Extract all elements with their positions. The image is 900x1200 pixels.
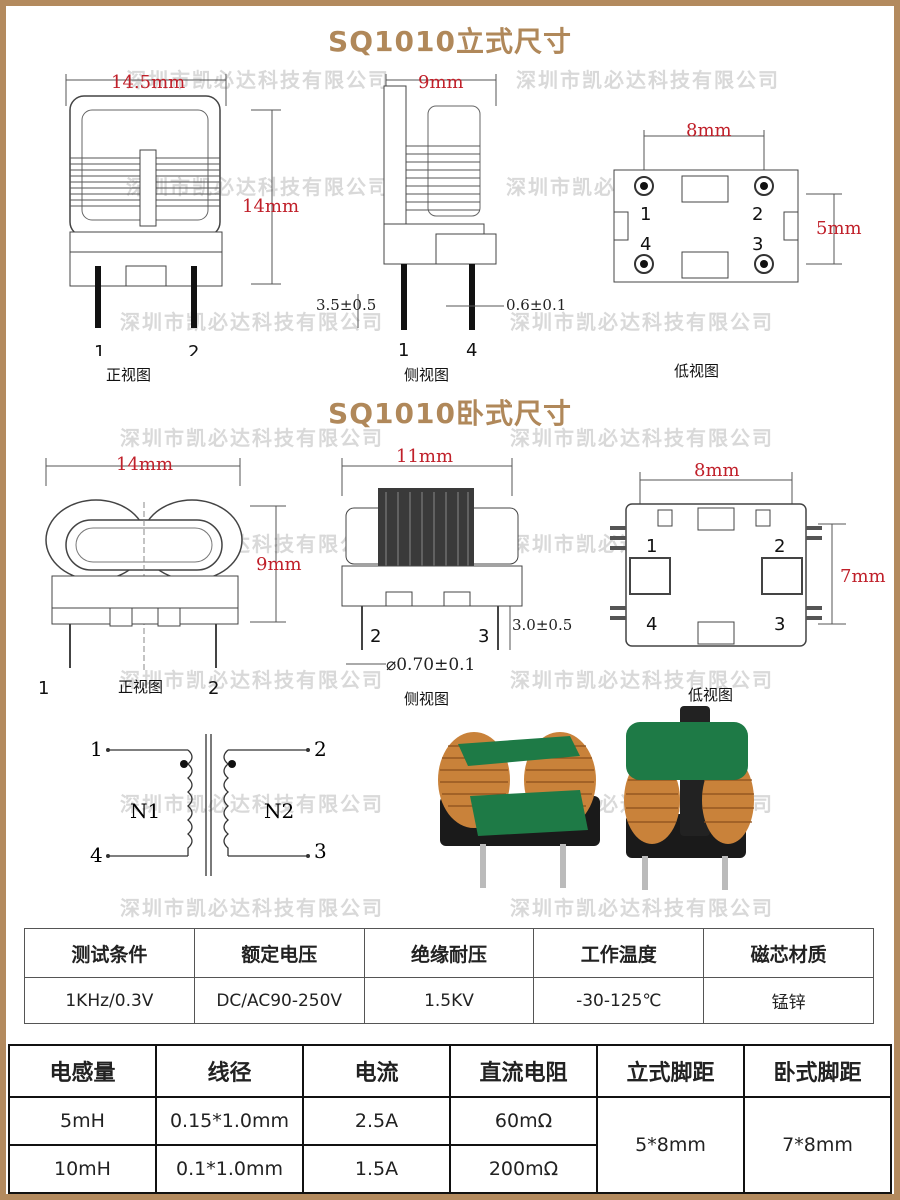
watermark: 深圳市凯必达科技有限公司 xyxy=(510,426,774,450)
product-photo xyxy=(438,706,754,890)
spec-table: 测试条件 额定电压 绝缘耐压 工作温度 磁芯材质 1KHz/0.3V DC/AC… xyxy=(24,928,874,1024)
dim-pitch-x: 8mm xyxy=(694,460,740,481)
dim-width: 14mm xyxy=(116,454,173,475)
model-row: 5mH 0.15*1.0mm 2.5A 60mΩ 5*8mm 7*8mm xyxy=(8,1096,892,1194)
dim-pitch-x: 8mm xyxy=(686,120,732,141)
vertical-pitch-cell: 5*8mm xyxy=(596,1096,745,1194)
pin-label: 2 xyxy=(314,737,327,761)
spec-header-cell: 磁芯材质 xyxy=(703,928,874,978)
watermark: 深圳市凯必达科技有限公司 xyxy=(120,896,384,920)
model-cell: 1.5A xyxy=(302,1144,451,1194)
spec-header-cell: 额定电压 xyxy=(193,928,365,978)
model-cell: 5mH xyxy=(8,1096,157,1146)
dim-pin-length: 3.5±0.5 xyxy=(316,296,376,314)
watermark: 深圳市凯必达科技有限公司 xyxy=(120,668,384,692)
model-header-cell: 卧式脚距 xyxy=(743,1044,892,1098)
caption-bottom: 低视图 xyxy=(674,362,720,380)
spec-header-row: 测试条件 额定电压 绝缘耐压 工作温度 磁芯材质 xyxy=(24,928,874,978)
pin-label: 4 xyxy=(646,614,657,635)
pin-label: 1 xyxy=(646,536,657,557)
dim-height: 14mm xyxy=(242,196,299,217)
pin-label: 4 xyxy=(466,340,477,361)
dim-pin-diameter: 0.6±0.1 xyxy=(506,296,566,314)
spec-value-cell: 1.5KV xyxy=(363,977,535,1024)
spec-value-row: 1KHz/0.3V DC/AC90-250V 1.5KV -30-125℃ 锰锌 xyxy=(24,977,874,1024)
caption-bottom: 低视图 xyxy=(688,686,734,704)
model-cell: 200mΩ xyxy=(449,1144,598,1194)
spec-header-cell: 工作温度 xyxy=(533,928,705,978)
watermark: 深圳市凯必达科技有限公司 xyxy=(120,792,384,816)
pin-label: 1 xyxy=(38,678,50,699)
winding-n1-label: N1 xyxy=(130,799,160,823)
dim-pin-diameter: ⌀0.70±0.1 xyxy=(386,655,475,675)
pin-label: 3 xyxy=(478,626,489,647)
pin-label: 2 xyxy=(188,342,199,356)
pin-label: 2 xyxy=(208,678,220,699)
caption-front: 正视图 xyxy=(118,678,164,696)
vertical-side-view: 9mm 3.5±0.5 0.6±0.1 1 4 xyxy=(316,72,566,361)
watermark: 深圳市凯必达科技有限公司 xyxy=(120,310,384,334)
caption-side: 侧视图 xyxy=(404,690,450,708)
model-cell: 0.15*1.0mm xyxy=(155,1096,304,1146)
model-cell: 60mΩ xyxy=(449,1096,598,1146)
watermark: 深圳市凯必达科技有限公司 xyxy=(516,68,780,92)
dim-pitch-y: 7mm xyxy=(840,566,886,587)
watermark: 深圳市凯必达科技有限公司 xyxy=(126,175,390,199)
horizontal-front-view: 14mm 9mm xyxy=(45,454,302,672)
spec-value-cell: -30-125℃ xyxy=(533,977,705,1024)
pin-label: 2 xyxy=(774,536,785,557)
winding-n2-label: N2 xyxy=(264,799,294,823)
model-cell: 0.1*1.0mm xyxy=(155,1144,304,1194)
horizontal-side-view: 11mm 2 3 3.0±0.5 ⌀0.70±0.1 xyxy=(341,446,572,675)
model-header-row: 电感量 线径 电流 直流电阻 立式脚距 卧式脚距 xyxy=(8,1044,892,1098)
dim-height: 9mm xyxy=(256,554,302,575)
horizontal-bottom-view: 8mm 1 2 4 3 7mm xyxy=(610,460,886,647)
pin-label: 3 xyxy=(752,234,763,255)
pin-label: 1 xyxy=(640,204,651,225)
model-cell: 10mH xyxy=(8,1144,157,1194)
spec-header-cell: 测试条件 xyxy=(24,928,195,978)
spec-header-cell: 绝缘耐压 xyxy=(363,928,535,978)
dim-width: 9mm xyxy=(418,72,464,93)
pin-label: 1 xyxy=(398,340,409,361)
spec-value-cell: 1KHz/0.3V xyxy=(24,977,195,1024)
model-header-cell: 直流电阻 xyxy=(449,1044,598,1098)
dim-pitch-y: 5mm xyxy=(816,218,862,239)
pin-label: 4 xyxy=(90,843,103,867)
vertical-bottom-view: 8mm 1 2 4 3 5mm xyxy=(613,120,862,283)
model-table: 电感量 线径 电流 直流电阻 立式脚距 卧式脚距 5mH 0.15*1.0mm … xyxy=(8,1044,892,1194)
pin-label: 2 xyxy=(370,626,381,647)
schematic-diagram: 1 2 4 3 N1 N2 xyxy=(90,734,327,876)
watermark: 深圳市凯必达科技有限公司 xyxy=(510,668,774,692)
dim-width: 11mm xyxy=(396,446,453,467)
model-header-cell: 线径 xyxy=(155,1044,304,1098)
pin-label: 1 xyxy=(90,737,103,761)
model-row: 10mH 0.1*1.0mm 1.5A 200mΩ xyxy=(8,1144,891,1194)
product-spec-page: SQ1010立式尺寸 SQ1010卧式尺寸 深圳市凯必达科技有限公司 深圳市凯必… xyxy=(6,6,894,1194)
model-cell: 2.5A xyxy=(302,1096,451,1146)
model-header-cell: 电流 xyxy=(302,1044,451,1098)
vertical-front-view: 14.5mm 14mm 1 2 xyxy=(65,72,299,356)
pin-label: 3 xyxy=(774,614,785,635)
spec-value-cell: DC/AC90-250V xyxy=(193,977,365,1024)
vertical-title: SQ1010立式尺寸 xyxy=(328,25,572,58)
horizontal-title: SQ1010卧式尺寸 xyxy=(328,397,572,430)
dim-width: 14.5mm xyxy=(111,72,185,93)
model-header-cell: 立式脚距 xyxy=(596,1044,745,1098)
pin-label: 1 xyxy=(94,342,105,356)
spec-value-cell: 锰锌 xyxy=(703,977,874,1024)
watermark: 深圳市凯必达科技有限公司 xyxy=(510,310,774,334)
pin-label: 4 xyxy=(640,234,651,255)
pin-label: 3 xyxy=(314,839,327,863)
pin-label: 2 xyxy=(752,204,763,225)
caption-front: 正视图 xyxy=(106,366,152,384)
dim-pin-length: 3.0±0.5 xyxy=(512,616,572,634)
horizontal-pitch-cell: 7*8mm xyxy=(743,1096,892,1194)
model-header-cell: 电感量 xyxy=(8,1044,157,1098)
watermark: 深圳市凯必达科技有限公司 xyxy=(510,896,774,920)
watermark: 深圳市凯必达科技有限公司 xyxy=(120,426,384,450)
caption-side: 侧视图 xyxy=(404,366,450,384)
